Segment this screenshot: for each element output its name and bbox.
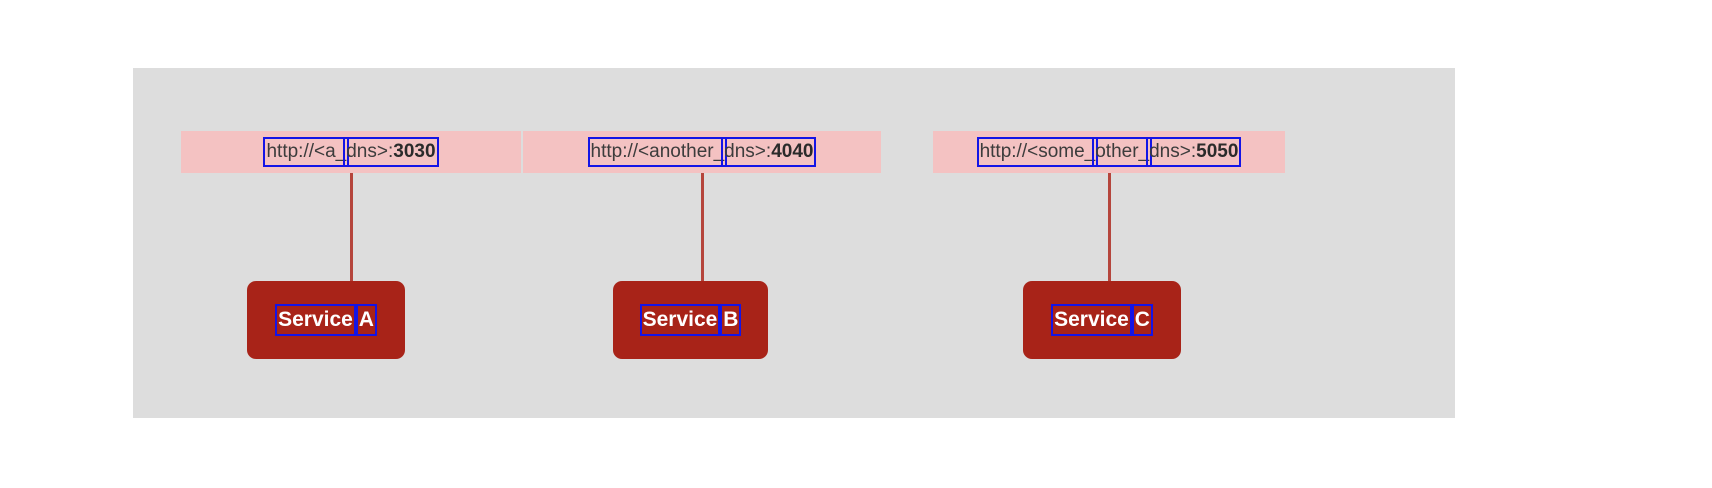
service-letter-token-a: A <box>355 304 377 336</box>
diagram-canvas: http://<a_dns>:3030 Service A http://<an… <box>133 68 1455 418</box>
service-label-c: Service C <box>1051 304 1153 336</box>
endpoint-host-suffix-b: dns>: <box>724 141 772 162</box>
endpoint-token-b-1: dns>:4040 <box>721 137 817 167</box>
service-node-c[interactable]: Service C <box>1023 281 1181 359</box>
endpoint-token-b-0: http://<another_ <box>587 137 728 167</box>
endpoint-token-c-1: other_ <box>1092 137 1153 167</box>
service-label-a: Service A <box>275 304 377 336</box>
endpoint-text-b: http://<another_dns>:4040 <box>587 137 817 167</box>
endpoint-token-a-1: dns>:3030 <box>343 137 439 167</box>
endpoint-token-a-0: http://<a_ <box>263 137 350 167</box>
service-column-b: http://<another_dns>:4040 Service B <box>523 68 881 418</box>
endpoint-port-c: 5050 <box>1196 141 1239 162</box>
service-letter-token-b: B <box>720 304 742 336</box>
service-column-a: http://<a_dns>:3030 Service A <box>181 68 521 418</box>
service-name-token-a: Service <box>275 304 356 336</box>
connector-line-c <box>1107 173 1111 351</box>
endpoint-label-b: http://<another_dns>:4040 <box>523 131 881 173</box>
service-name-token-b: Service <box>639 304 721 336</box>
endpoint-host-suffix-c: dns>: <box>1149 141 1197 162</box>
endpoint-label-a: http://<a_dns>:3030 <box>181 131 521 173</box>
service-node-b[interactable]: Service B <box>613 281 768 359</box>
endpoint-text-c: http://<some_other_dns>:5050 <box>976 137 1242 167</box>
connector-line-a <box>349 173 353 351</box>
service-letter-token-c: C <box>1131 304 1153 336</box>
endpoint-text-a: http://<a_dns>:3030 <box>263 137 439 167</box>
connector-line-b <box>700 173 704 351</box>
endpoint-port-a: 3030 <box>393 141 436 162</box>
service-node-a[interactable]: Service A <box>247 281 405 359</box>
endpoint-label-c: http://<some_other_dns>:5050 <box>933 131 1285 173</box>
endpoint-port-b: 4040 <box>771 141 814 162</box>
service-column-c: http://<some_other_dns>:5050 Service C <box>933 68 1285 418</box>
endpoint-host-suffix-a: dns>: <box>346 141 394 162</box>
service-label-b: Service B <box>639 304 742 336</box>
endpoint-token-c-0: http://<some_ <box>976 137 1099 167</box>
endpoint-token-c-2: dns>:5050 <box>1146 137 1242 167</box>
service-name-token-c: Service <box>1051 304 1132 336</box>
